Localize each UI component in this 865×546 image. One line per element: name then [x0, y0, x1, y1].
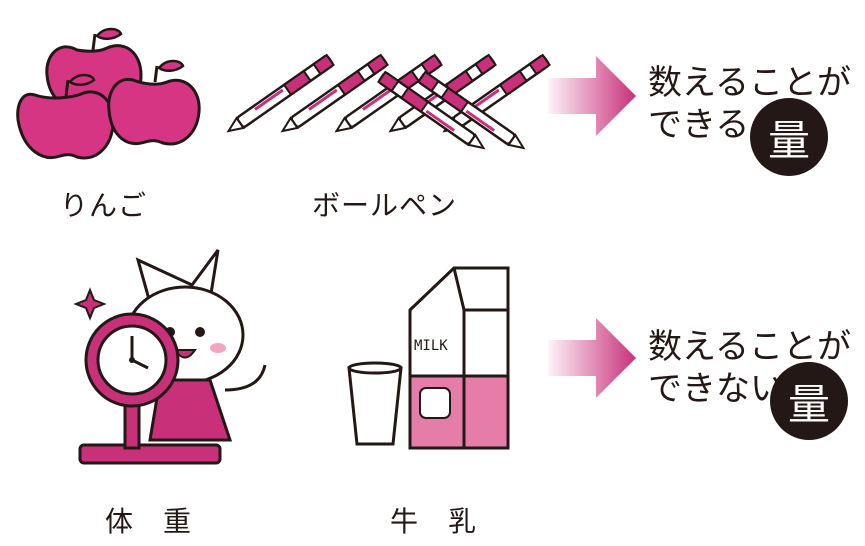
item-label-pen: ボールペン — [312, 189, 458, 222]
arrow-right-icon — [548, 56, 636, 136]
description-line1: 数えることが — [648, 327, 851, 367]
description-line2: できない — [648, 369, 784, 409]
milk-glass-icon — [347, 361, 403, 446]
apples-icon — [16, 27, 201, 160]
description-uncountable: 数えることが できない — [648, 326, 851, 410]
description-line1: 数えることが — [648, 63, 851, 103]
milk-carton-icon: MILK — [408, 266, 510, 450]
quantity-badge: 量 — [750, 98, 828, 176]
quantity-badge: 量 — [770, 362, 848, 440]
description-line2: できる — [648, 105, 750, 145]
item-label-milk: 牛 乳 — [390, 505, 478, 538]
ballpoint-pens-icon — [223, 53, 551, 155]
item-label-weight: 体 重 — [105, 505, 193, 538]
cat-on-scale-icon — [73, 249, 267, 465]
arrow-right-icon — [548, 318, 636, 398]
item-label-apple: りんご — [60, 189, 148, 222]
description-countable: 数えることが できる — [648, 62, 851, 146]
carton-label: MILK — [414, 338, 448, 354]
